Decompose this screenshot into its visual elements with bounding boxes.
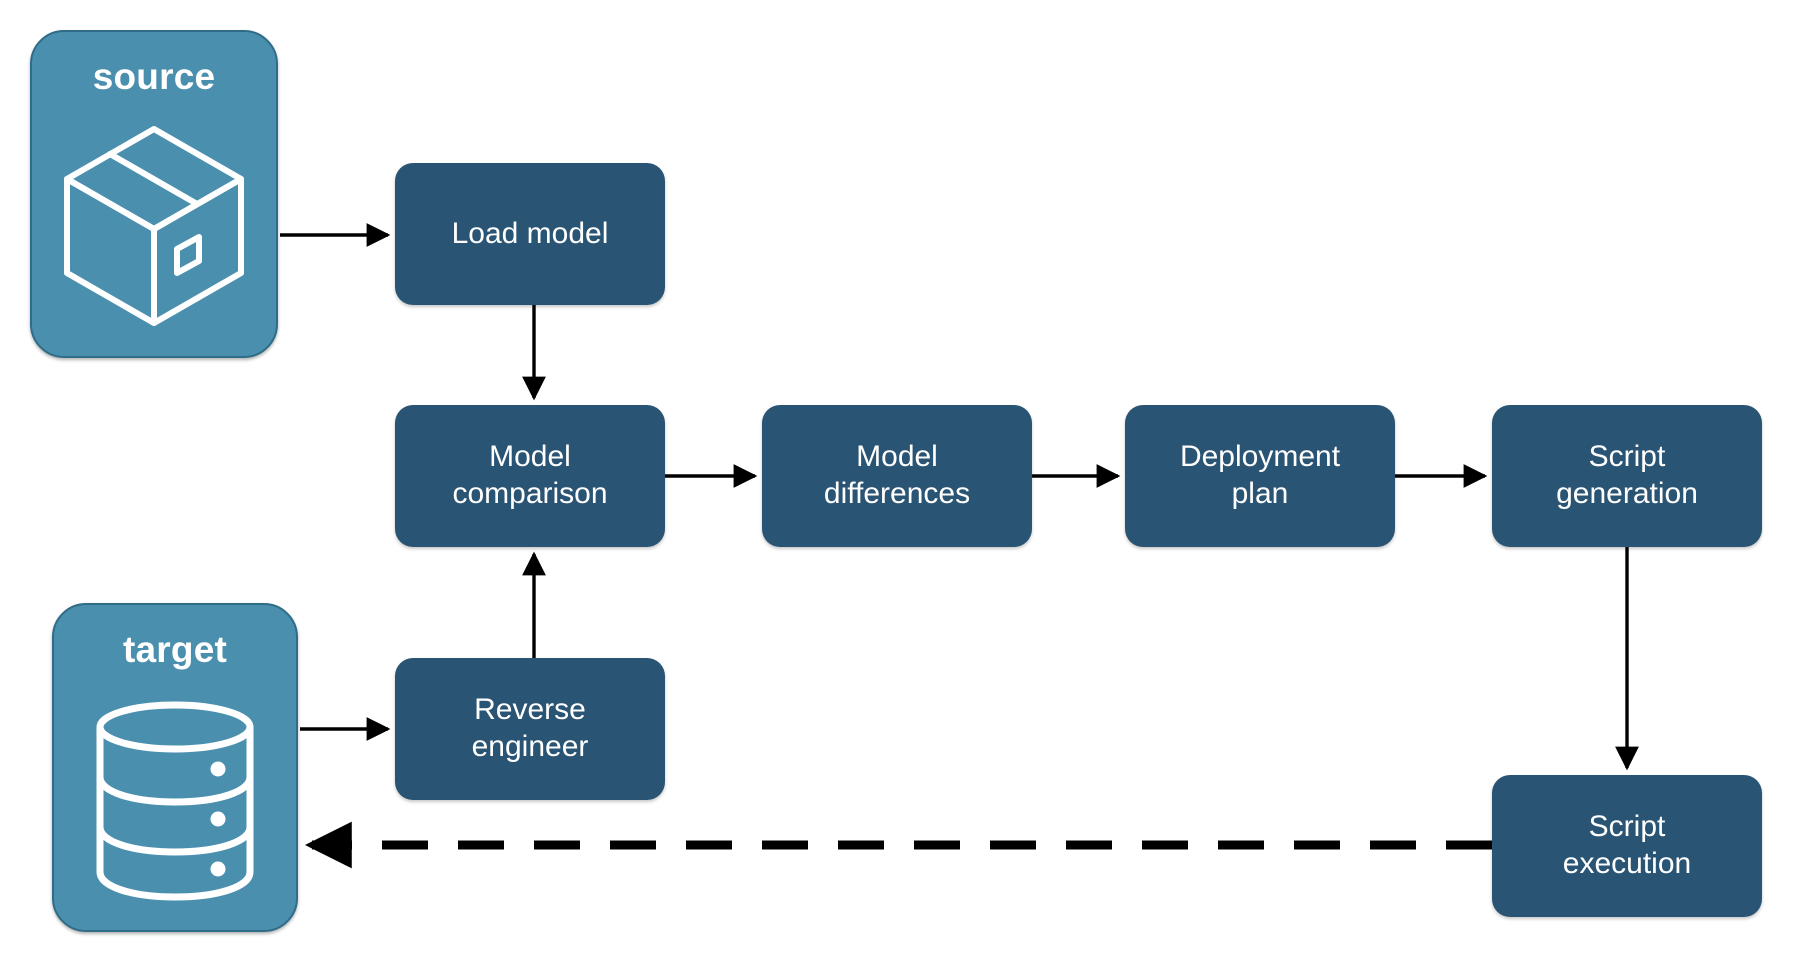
process-box-deployment-plan[interactable]: Deployment plan xyxy=(1125,405,1395,547)
endpoint-target[interactable]: target xyxy=(52,603,298,932)
process-box-load-model[interactable]: Load model xyxy=(395,163,665,305)
process-box-model-differences[interactable]: Model differences xyxy=(762,405,1032,547)
process-box-model-differences-label: Model differences xyxy=(823,440,971,510)
endpoint-source-label: source xyxy=(92,56,216,97)
database-cylinder-icon xyxy=(54,668,296,930)
process-box-model-comparison[interactable]: Model comparison xyxy=(395,405,665,547)
process-box-load-model-label: Load model xyxy=(451,216,609,250)
process-box-script-execution[interactable]: Script execution xyxy=(1492,775,1762,917)
endpoint-source[interactable]: source xyxy=(30,30,278,358)
process-box-model-comparison-label: Model comparison xyxy=(452,440,608,510)
process-box-deployment-plan-label: Deployment plan xyxy=(1179,440,1341,510)
process-box-reverse-engineer[interactable]: Reverse engineer xyxy=(395,658,665,800)
process-box-script-generation-label: Script generation xyxy=(1556,440,1698,510)
process-box-script-execution-label: Script execution xyxy=(1562,810,1692,880)
process-box-reverse-engineer-label: Reverse engineer xyxy=(471,693,589,763)
endpoint-target-label: target xyxy=(123,629,227,670)
package-box-icon xyxy=(32,95,276,356)
process-box-script-generation[interactable]: Script generation xyxy=(1492,405,1762,547)
